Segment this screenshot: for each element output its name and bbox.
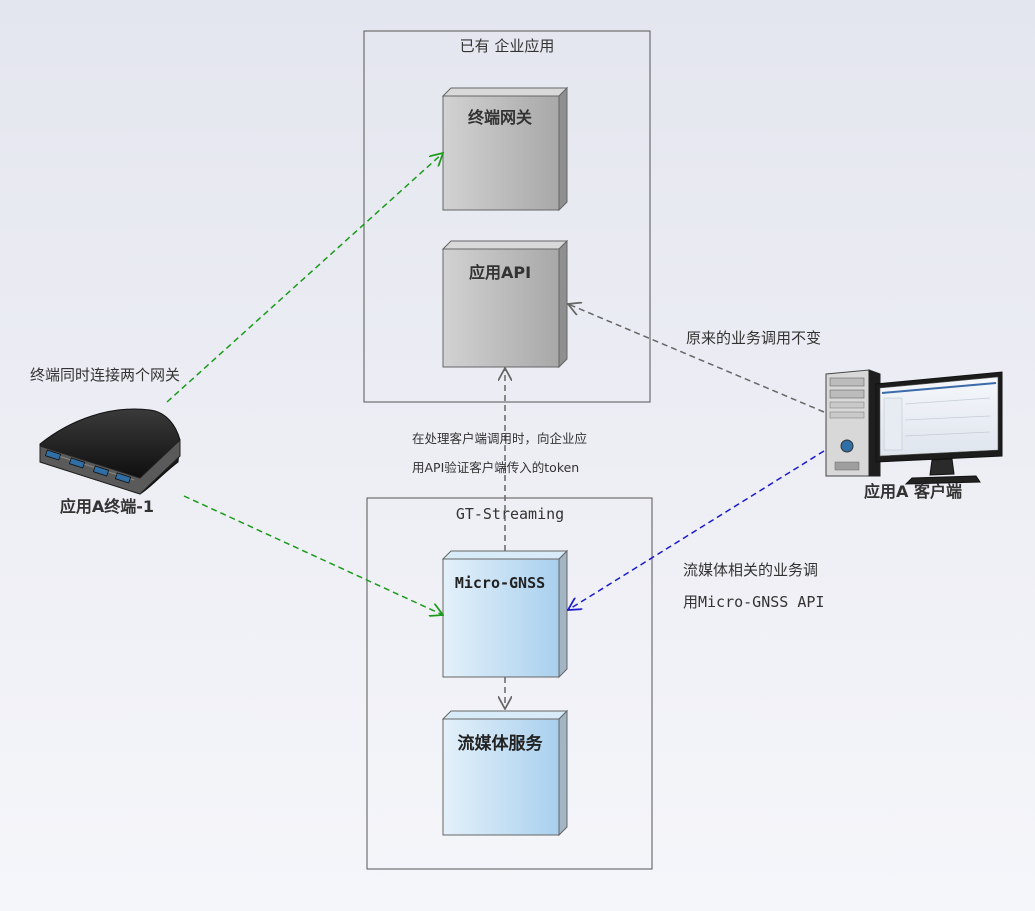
container-streaming-title: GT-Streaming xyxy=(456,505,564,523)
container-enterprise: 已有 企业应用 xyxy=(363,30,651,403)
note-media-line1: 流媒体相关的业务调 xyxy=(683,561,818,579)
edge-terminal-to-micro-gnss xyxy=(183,495,443,615)
container-enterprise-frame xyxy=(363,30,651,403)
node-app-api[interactable]: 应用API xyxy=(441,239,569,369)
desktop-computer-icon xyxy=(825,369,1003,485)
usb-hub-icon xyxy=(39,408,181,495)
node-terminal-gateway[interactable]: 终端网关 xyxy=(441,86,569,212)
node-front-face xyxy=(442,718,560,836)
node-top-face xyxy=(441,550,569,560)
actor-client-label: 应用A 客户端 xyxy=(864,482,962,501)
edge-client-to-app-api xyxy=(568,304,825,413)
node-front-face xyxy=(442,248,560,368)
node-top-face xyxy=(441,240,569,250)
node-side-face xyxy=(558,239,568,369)
node-top-face xyxy=(441,710,569,720)
note-terminal-dual: 终端同时连接两个网关 xyxy=(30,366,180,384)
node-side-face xyxy=(558,709,568,837)
node-front-face xyxy=(442,558,560,678)
node-media-service[interactable]: 流媒体服务 xyxy=(441,709,569,837)
node-terminal-gateway-label: 终端网关 xyxy=(468,108,532,127)
container-streaming: GT-Streaming xyxy=(366,497,653,870)
actor-client[interactable]: 应用A 客户端 xyxy=(825,369,1003,501)
note-media-line2: 用Micro-GNSS API xyxy=(683,593,824,611)
note-client-unchanged: 原来的业务调用不变 xyxy=(686,329,821,347)
node-side-face xyxy=(558,549,568,679)
note-token-line2: 用API验证客户端传入的token xyxy=(412,460,579,475)
edge-terminal-to-gateway xyxy=(166,153,443,403)
node-micro-gnss[interactable]: Micro-GNSS xyxy=(441,549,569,679)
note-token-line1: 在处理客户端调用时，向企业应 xyxy=(412,431,587,446)
actor-terminal-label: 应用A终端-1 xyxy=(60,497,154,516)
node-front-face xyxy=(442,95,560,211)
actor-terminal[interactable]: 应用A终端-1 xyxy=(39,408,181,516)
node-app-api-label: 应用API xyxy=(469,263,531,282)
node-side-face xyxy=(558,86,568,212)
edge-client-to-micro-gnss xyxy=(568,450,825,610)
container-enterprise-title: 已有 企业应用 xyxy=(460,37,555,55)
node-media-service-label: 流媒体服务 xyxy=(458,733,544,754)
node-micro-gnss-label: Micro-GNSS xyxy=(455,574,545,592)
container-streaming-frame xyxy=(366,497,653,870)
node-top-face xyxy=(441,87,569,97)
